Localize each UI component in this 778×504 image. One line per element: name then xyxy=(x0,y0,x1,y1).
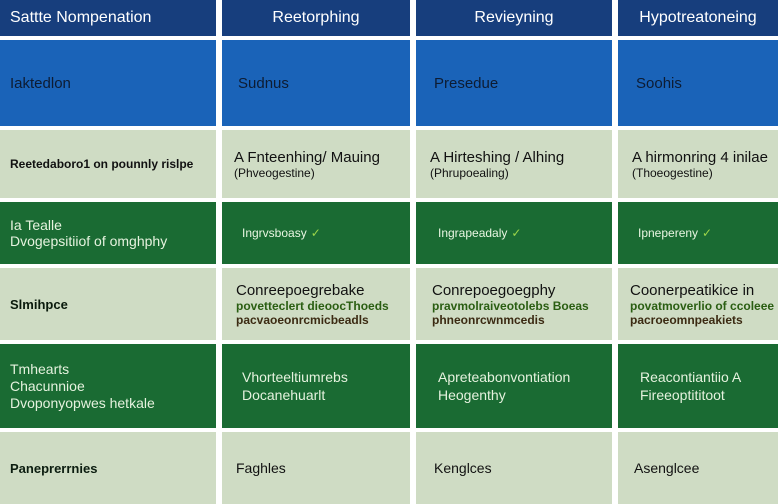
cell-text: Ingrapeadaly xyxy=(438,226,508,240)
row-label-4: Tmhearts Chacunnioe Dvoponyopwes hetkale xyxy=(0,344,216,428)
table-cell: Faghles xyxy=(222,432,410,504)
table-cell: Conrepoegoegphy pravmolraiveotolebs Boea… xyxy=(416,268,612,340)
check-icon: ✓ xyxy=(702,226,713,240)
cell-line: povatmoverlio of ccoleee xyxy=(630,298,775,313)
section-cell-2: Sudnus xyxy=(222,40,410,126)
cell-line: A Hirteshing / Alhing xyxy=(430,148,565,166)
header-label: Revieyning xyxy=(474,9,554,26)
cell-line: Coonerpeatikice in xyxy=(630,281,755,299)
table-cell: A Fnteenhing/ Mauing (Phveogestine) xyxy=(222,130,410,198)
table-cell: Asenglcee xyxy=(618,432,778,504)
cell-line: Conrepoegoegphy xyxy=(432,281,556,299)
cell-text: Ipnepereny xyxy=(638,226,699,240)
cell-text: Ingrvsboasy xyxy=(242,226,307,240)
cell-line: A Fnteenhing/ Mauing xyxy=(234,148,380,166)
table-cell: Conreepoegrebake povetteclert dieoocThoe… xyxy=(222,268,410,340)
row-label-text: Reetedaboro1 on pounnly rislpe xyxy=(10,157,194,171)
cell-line: Conreepoegrebake xyxy=(236,281,365,299)
cell-line: Fireeoptititoot xyxy=(640,387,725,403)
row-label-text: Dvoponyopwes hetkale xyxy=(10,394,155,411)
table-cell: Ipnepereny✓ xyxy=(618,202,778,264)
cell-line: Apreteabonvontiation xyxy=(438,369,571,385)
table-cell: Reacontiantiio A Fireeoptititoot xyxy=(618,344,778,428)
cell-line: A hirmonring 4 inilae xyxy=(632,148,768,166)
cell-line: povetteclert dieoocThoeds xyxy=(236,298,389,313)
cell-line: Vhorteeltiumrebs xyxy=(242,369,348,385)
header-cell-4: Hypotreatoneing xyxy=(618,0,778,36)
row-label-text: Ia Tealle xyxy=(10,217,62,233)
check-icon: ✓ xyxy=(511,226,522,240)
cell-line: Faghles xyxy=(236,460,286,476)
check-icon: ✓ xyxy=(310,226,321,240)
row-label-text: Paneprerrnies xyxy=(10,460,98,476)
table-cell: Kenglces xyxy=(416,432,612,504)
cell-line: pacroeomnpeakiets xyxy=(630,312,743,327)
cell-line: Ipnepereny✓ xyxy=(638,226,768,240)
cell-line: Ingrvsboasy✓ xyxy=(242,226,400,240)
section-label: Iaktedlon xyxy=(10,74,71,92)
row-label-3: Slmihpce xyxy=(0,268,216,340)
header-cell-3: Revieyning xyxy=(416,0,612,36)
table-cell: Ingrapeadaly✓ xyxy=(416,202,612,264)
cell-line: Kenglces xyxy=(434,460,492,476)
section-label: Presedue xyxy=(434,74,499,92)
section-cell-4: Soohis xyxy=(618,40,778,126)
section-cell-3: Presedue xyxy=(416,40,612,126)
row-label-text: Slmihpce xyxy=(10,296,68,312)
cell-line: Reacontiantiio A xyxy=(640,369,742,385)
cell-line: (Phrupoealing) xyxy=(430,165,509,180)
table-cell: A Hirteshing / Alhing (Phrupoealing) xyxy=(416,130,612,198)
row-label-text: Chacunnioe xyxy=(10,377,85,394)
section-label: Sudnus xyxy=(238,74,289,92)
cell-line: Docanehuarlt xyxy=(242,387,326,403)
row-label-text: Tmhearts xyxy=(10,360,70,377)
cell-line: pravmolraiveotolebs Boeas xyxy=(432,298,589,313)
header-label: Hypotreatoneing xyxy=(639,9,757,26)
table-cell: Ingrvsboasy✓ xyxy=(222,202,410,264)
table-cell: Coonerpeatikice in povatmoverlio of ccol… xyxy=(618,268,778,340)
table-cell: Vhorteeltiumrebs Docanehuarlt xyxy=(222,344,410,428)
row-label-5: Paneprerrnies xyxy=(0,432,216,504)
header-cell-1: Sattte Nompenation xyxy=(0,0,216,36)
row-label-text: Dvogepsitiiof of omghphy xyxy=(10,233,168,249)
row-label-1: Reetedaboro1 on pounnly rislpe xyxy=(0,130,216,198)
section-cell-1: Iaktedlon xyxy=(0,40,216,126)
cell-line: (Thoeogestine) xyxy=(632,165,713,180)
cell-line: (Phveogestine) xyxy=(234,165,315,180)
header-cell-2: Reetorphing xyxy=(222,0,410,36)
table-cell: A hirmonring 4 inilae (Thoeogestine) xyxy=(618,130,778,198)
header-label: Reetorphing xyxy=(272,9,360,26)
row-label-2: Ia Tealle Dvogepsitiiof of omghphy xyxy=(0,202,216,264)
section-label: Soohis xyxy=(636,74,682,92)
cell-line: Asenglcee xyxy=(634,460,700,476)
header-label: Sattte Nompenation xyxy=(10,9,152,26)
cell-line: pacvaoeonrcmicbeadls xyxy=(236,312,369,327)
cell-line: Heogenthy xyxy=(438,387,506,403)
cell-line: phneonrcwnmcedis xyxy=(432,312,545,327)
cell-line: Ingrapeadaly✓ xyxy=(438,226,602,240)
table-cell: Apreteabonvontiation Heogenthy xyxy=(416,344,612,428)
